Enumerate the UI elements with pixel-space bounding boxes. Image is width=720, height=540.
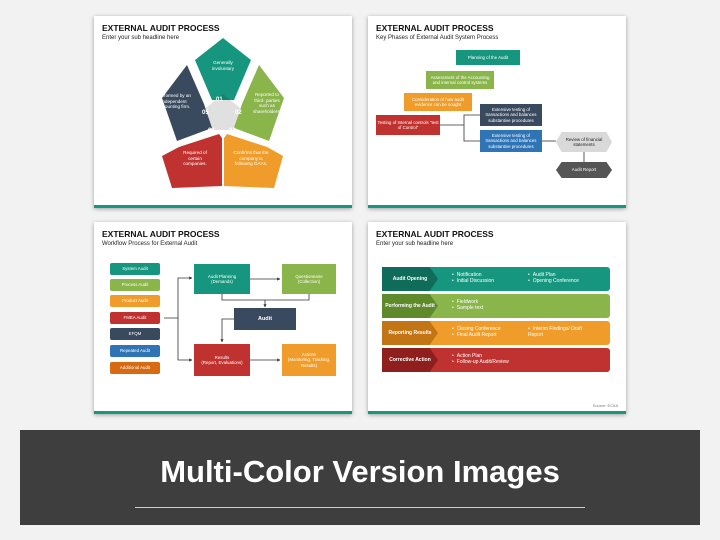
bullet: Final Audit Report — [452, 332, 501, 338]
step-testing-2: Extensive testing of transactions and ba… — [480, 130, 542, 152]
item-system-audit: System Audit — [110, 263, 160, 275]
step-testing-1: Extensive testing of transactions and ba… — [480, 104, 542, 126]
row-col2: Audit Plan Opening Conference — [528, 272, 579, 285]
audit-planning-detail: (Demands) — [211, 279, 233, 284]
slide-subtitle: Key Phases of External Audit System Proc… — [376, 35, 499, 41]
step-planning: Planning of the Audit — [456, 50, 520, 65]
bullet: Initial Discussion — [452, 278, 494, 284]
slide-subtitle: Enter your sub headline here — [376, 241, 454, 247]
questionnaire-detail: (Collection) — [297, 279, 321, 284]
row-label: Audit Opening — [382, 267, 438, 291]
row-performing: Performing the Audit Fieldwork Sample te… — [382, 294, 610, 318]
connector-lines — [440, 114, 585, 162]
banner-title: Multi-Color Version Images — [160, 454, 560, 489]
slide-title: EXTERNAL AUDIT PROCESS — [376, 23, 494, 33]
slide-subtitle: Workflow Process for External Audit — [102, 241, 198, 247]
actions-title: Actions — [301, 352, 317, 358]
slide-accent-bar — [368, 411, 626, 414]
row-reporting: Reporting Results Closing Conference Fin… — [382, 321, 610, 345]
row-col1: Notification Initial Discussion — [452, 272, 494, 285]
item-product-audit: Product Audit — [110, 295, 160, 307]
item-fmea-audit: FMEA Audit — [110, 312, 160, 324]
item-repeated-audit: Repeated Audit — [110, 345, 160, 357]
step-review: Review of financial statements — [556, 132, 612, 152]
item-additional-audit: Additional Audit — [110, 362, 160, 374]
banner: Multi-Color Version Images — [20, 430, 700, 525]
bullet: Sample text — [452, 305, 483, 311]
item-process-audit: Process Audit — [110, 279, 160, 291]
segment-03-number: 03 — [229, 128, 236, 134]
slide-title: EXTERNAL AUDIT PROCESS — [376, 229, 494, 239]
actions-detail: (Monitoring, Tracking, Results) — [287, 357, 331, 368]
segment-01-number: 01 — [216, 97, 223, 103]
segment-04-number: 04 — [208, 128, 215, 134]
step-assessment: Assessment of the Accounting and interna… — [426, 71, 494, 89]
step-internal-controls: Testing of Internal controls "test of Co… — [376, 115, 440, 135]
row-label: Corrective Action — [382, 348, 438, 372]
row-corrective: Corrective Action Action Plan Follow-up … — [382, 348, 610, 372]
segment-04-text: Required of certain companies. — [183, 150, 207, 166]
row-label: Performing the Audit — [382, 294, 438, 318]
box-questionnaire: Questionnaire (Collection) — [282, 264, 336, 294]
segment-01 — [195, 38, 251, 100]
row-label: Reporting Results — [382, 321, 438, 345]
segment-02-number: 02 — [235, 110, 242, 116]
box-actions: Actions (Monitoring, Tracking, Results) — [282, 344, 336, 376]
slide-workflow[interactable]: EXTERNAL AUDIT PROCESS Workflow Process … — [94, 222, 352, 414]
box-audit-planning: Audit Planning (Demands) — [194, 264, 250, 294]
step-evidence: Consideration of how audit evidence can … — [404, 93, 472, 111]
bullet: Follow-up Audit/Review — [452, 359, 509, 365]
segment-05-text: Performed by an independent accounting f… — [157, 93, 191, 109]
bullet: Audit Plan — [528, 272, 579, 278]
segment-04 — [162, 134, 222, 188]
results-title: Results — [214, 354, 230, 360]
step-audit-report: Audit Report — [556, 162, 612, 178]
slide-accent-bar — [94, 411, 352, 414]
segment-02-text: Reported to third- parties such as share… — [253, 92, 281, 114]
slide-subtitle: Enter your sub headline here — [102, 35, 180, 41]
row-col1: Fieldwork Sample text — [452, 299, 483, 312]
item-efqm: EFQM — [110, 328, 160, 340]
results-detail: (Report, Evaluations) — [201, 360, 243, 365]
slide-title: EXTERNAL AUDIT PROCESS — [102, 229, 220, 239]
slide-pentagon[interactable]: EXTERNAL AUDIT PROCESS Enter your sub he… — [94, 16, 352, 208]
slide-system-process[interactable]: EXTERNAL AUDIT PROCESS Key Phases of Ext… — [368, 16, 626, 208]
segment-02 — [234, 65, 284, 141]
row-col1: Action Plan Follow-up Audit/Review — [452, 353, 509, 366]
bullet: Opening Conference — [528, 278, 579, 284]
bullet: Notification — [452, 272, 494, 278]
bullet: Interim Findings/ Draft Report — [528, 326, 588, 339]
slide-audit-phases[interactable]: EXTERNAL AUDIT PROCESS Enter your sub he… — [368, 222, 626, 414]
segment-05-number: 05 — [202, 110, 209, 116]
slide-accent-bar — [368, 205, 626, 208]
segment-03-text: Confirms that the company is following G… — [233, 150, 269, 166]
row-audit-opening: Audit Opening Notification Initial Discu… — [382, 267, 610, 291]
workflow-arrows — [164, 276, 310, 362]
bullet: Closing Conference — [452, 326, 501, 332]
questionnaire-title: Questionnaire — [295, 273, 323, 279]
segment-03 — [224, 134, 283, 188]
segment-01-text: Generally involuntary — [211, 60, 235, 71]
box-audit: Audit — [234, 308, 296, 330]
box-results: Results (Report, Evaluations) — [194, 344, 250, 376]
segment-05 — [162, 65, 212, 141]
source-note: Source: ECIIA — [592, 403, 618, 408]
slide-title: EXTERNAL AUDIT PROCESS — [102, 23, 220, 33]
bullet: Action Plan — [452, 353, 509, 359]
pentagon-diagram — [162, 38, 284, 188]
banner-underline — [135, 507, 585, 508]
row-col1: Closing Conference Final Audit Report — [452, 326, 501, 339]
slide-accent-bar — [94, 205, 352, 208]
bullet: Fieldwork — [452, 299, 483, 305]
row-col2: Interim Findings/ Draft Report — [528, 326, 588, 339]
audit-planning-title: Audit Planning — [207, 273, 237, 279]
